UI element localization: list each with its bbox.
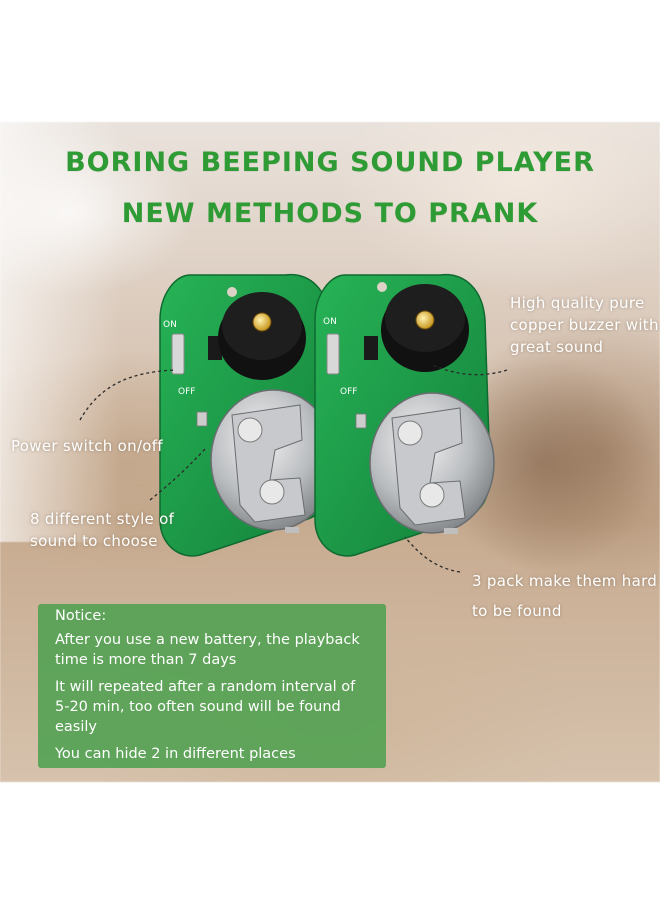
notice-item-3: You can hide 2 in different places: [55, 746, 296, 762]
page-title-line1: BORING BEEPING SOUND PLAYER: [65, 147, 595, 178]
switch-off-label-1: OFF: [178, 387, 195, 397]
pack-callout-line2: to be found: [472, 602, 562, 620]
sound-styles-callout-line2: sound to choose: [30, 532, 158, 550]
notice-item-2: It will repeated after a random interval…: [55, 677, 375, 737]
notice-title: Notice:: [55, 608, 107, 624]
notice-item-1: After you use a new battery, the playbac…: [55, 630, 375, 670]
notice-item-2-line2: 5-20 min, too often sound will be found: [55, 699, 341, 715]
callout-leader-lines: [79, 364, 508, 573]
switch-on-label-2: ON: [323, 317, 337, 327]
switch-on-label-1: ON: [163, 320, 177, 330]
pack-callout: 3 pack make them hard to be found: [472, 566, 657, 626]
power-switch-callout: Power switch on/off: [11, 437, 163, 455]
sound-board-1: ON OFF: [159, 274, 336, 557]
switch-off-label-2: OFF: [340, 387, 357, 397]
power-switch-2: [326, 333, 340, 375]
sound-styles-callout-line1: 8 different style of: [30, 510, 175, 528]
sound-board-2: ON OFF: [314, 274, 495, 557]
sound-styles-callout: 8 different style of sound to choose: [30, 508, 174, 552]
power-switch-1: [171, 333, 185, 375]
notice-item-1-line1: After you use a new battery, the playbac…: [55, 632, 360, 648]
buzzer-callout: High quality pure copper buzzer with gre…: [510, 292, 659, 358]
notice-item-2-line1: It will repeated after a random interval…: [55, 679, 356, 695]
buzzer-callout-line2: copper buzzer with: [510, 316, 659, 334]
notice-item-2-line3: easily: [55, 719, 97, 735]
notice-item-1-line2: time is more than 7 days: [55, 652, 237, 668]
notice-box: Notice: After you use a new battery, the…: [38, 604, 386, 768]
pack-callout-line1: 3 pack make them hard: [472, 572, 658, 590]
buzzer-callout-line3: great sound: [510, 338, 604, 356]
buzzer-callout-line1: High quality pure: [510, 294, 645, 312]
page-title-line2: NEW METHODS TO PRANK: [121, 198, 539, 229]
